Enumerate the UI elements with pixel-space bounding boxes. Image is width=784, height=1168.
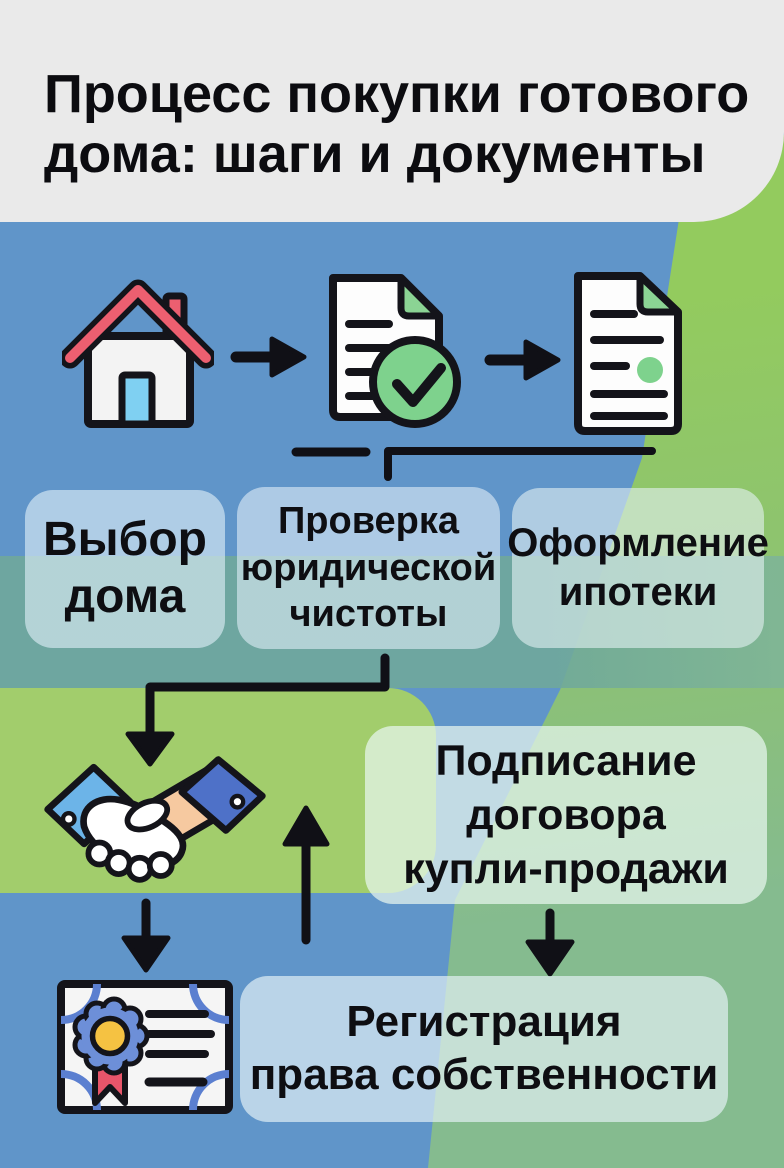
cuff-button <box>60 811 77 827</box>
step-label-text: Оформление ипотеки <box>507 521 769 614</box>
step-label-registracia: Регистрация права собственности <box>240 976 728 1122</box>
step-label-text: Подписание договора купли-продажи <box>403 736 729 894</box>
certificate-icon <box>57 980 233 1114</box>
page-title: Процесс покупки готового дома: шаги и до… <box>44 64 750 184</box>
hand-thumb <box>124 797 171 833</box>
document-check-icon <box>329 274 461 428</box>
step-label-proverka: Проверка юридической чистоты <box>237 487 500 649</box>
cuff-button <box>229 793 246 810</box>
step-label-text: Выбор дома <box>43 513 207 623</box>
roof <box>65 285 211 363</box>
page-fold <box>397 274 443 320</box>
step-label-vybor-doma: Выбор дома <box>25 490 225 648</box>
sleeve-right <box>178 756 266 834</box>
hand-fingers <box>85 839 175 883</box>
check-mark <box>392 363 446 407</box>
page-fold <box>636 272 682 316</box>
door <box>118 371 156 428</box>
check-circle <box>369 336 461 428</box>
step-label-podpisanie: Подписание договора купли-продажи <box>365 726 767 904</box>
green-dot <box>637 357 663 383</box>
handshake-icon <box>44 756 266 883</box>
step-label-text: Регистрация права собственности <box>249 997 719 1099</box>
text-lines <box>590 310 668 420</box>
header: Процесс покупки готового дома: шаги и до… <box>0 0 784 222</box>
text-lines <box>144 1010 215 1087</box>
step-label-ipoteka: Оформление ипотеки <box>507 488 769 648</box>
house-icon <box>62 279 214 428</box>
mortgage-document-icon <box>574 272 682 435</box>
seal-center <box>89 1015 131 1057</box>
step-label-text: Проверка юридической чистоты <box>240 500 497 636</box>
